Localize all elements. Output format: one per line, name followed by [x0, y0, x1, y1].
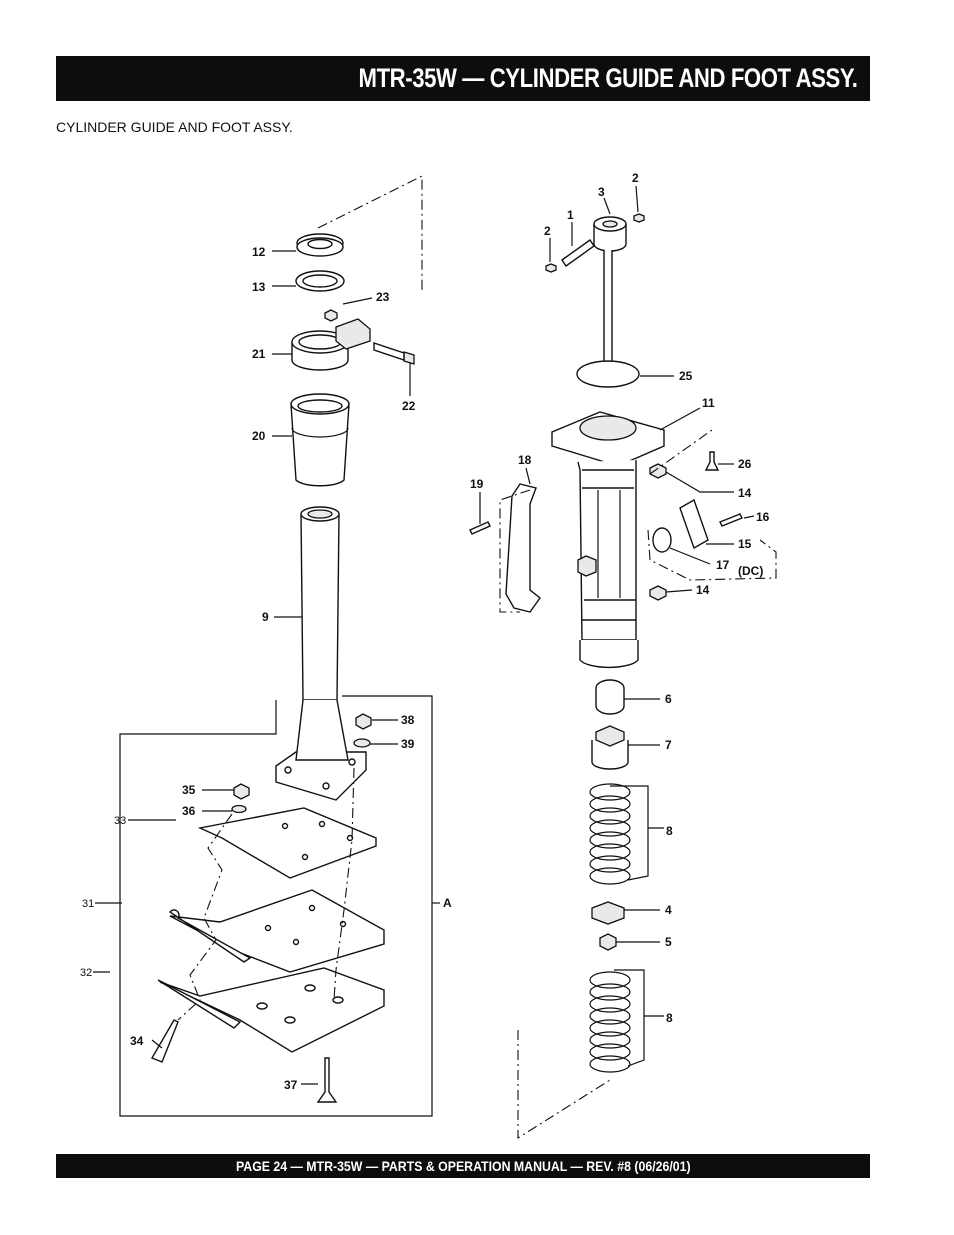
callout-2-lower: 2: [544, 224, 551, 238]
part-9-tube: [300, 506, 340, 701]
part-36-washer: [231, 804, 247, 814]
part-39-washer: [353, 738, 371, 748]
callout-31: 31: [82, 898, 94, 910]
part-2-screw-upper: [633, 213, 645, 223]
part-15-flange-plate: [679, 498, 709, 550]
part-32-plate: [157, 967, 385, 1053]
diagram-subtitle: CYLINDER GUIDE AND FOOT ASSY.: [56, 119, 293, 135]
part-11-cylinder-housing: [551, 411, 665, 669]
right-centerline: [517, 1030, 611, 1139]
part-25-ring: [576, 360, 640, 388]
part-33-plate: [197, 807, 377, 879]
part-14-fitting-upper: [649, 463, 667, 479]
page-title-bar: MTR-35W — CYLINDER GUIDE AND FOOT ASSY.: [56, 56, 870, 101]
callout-36: 36: [182, 804, 196, 818]
piston-rod: [603, 250, 613, 371]
part-8-spring-upper: [589, 783, 631, 885]
handle-bracket: [499, 489, 531, 613]
part-20-bushing: [290, 393, 350, 487]
part-8-spring-lower: [589, 971, 631, 1073]
part-31-plate: [168, 889, 385, 973]
part-17-o-ring: [652, 527, 672, 553]
part-37-bolt: [316, 1057, 338, 1103]
callout-21: 21: [252, 347, 266, 361]
part-34-bolt: [150, 1019, 179, 1063]
callout-5: 5: [665, 935, 672, 949]
callout-12: 12: [252, 245, 266, 259]
callout-dc: (DC): [738, 564, 763, 578]
callout-25: 25: [679, 369, 693, 383]
callout-4: 4: [665, 903, 672, 917]
part-22-bolt: [373, 342, 415, 365]
callout-23: 23: [376, 290, 390, 304]
callout-6: 6: [665, 692, 672, 706]
part-19-bolt: [469, 521, 491, 535]
part-12-ring: [296, 233, 344, 257]
dc-bracket: [647, 529, 777, 581]
part-6-spacer: [595, 679, 625, 715]
callout-38: 38: [401, 713, 415, 727]
callout-33: 33: [114, 815, 126, 827]
page-footer-bar: PAGE 24 — MTR-35W — PARTS & OPERATION MA…: [56, 1154, 870, 1178]
callout-19: 19: [470, 477, 484, 491]
part-2-screw-lower: [545, 263, 557, 273]
page-title: MTR-35W — CYLINDER GUIDE AND FOOT ASSY.: [359, 63, 858, 93]
callout-26: 26: [738, 457, 752, 471]
fastener-centerline-right: [333, 767, 355, 1001]
callout-9: 9: [262, 610, 269, 624]
tube-base-plate: [275, 699, 367, 801]
callout-16: 16: [756, 510, 770, 524]
part-5-nut: [599, 933, 617, 951]
leader-lines: [93, 185, 755, 1085]
part-23-nut: [324, 309, 338, 322]
part-14-fitting-lower: [649, 585, 667, 601]
callout-39: 39: [401, 737, 415, 751]
callout-14-upper: 14: [738, 486, 752, 500]
part-16-bolt: [719, 513, 743, 527]
callout-15: 15: [738, 537, 752, 551]
callout-14-lower: 14: [696, 583, 710, 597]
callout-13: 13: [252, 280, 266, 294]
part-13-snap-ring: [295, 270, 345, 292]
part-35-nut: [233, 783, 250, 800]
base-assembly-bracket: [119, 695, 433, 1117]
callout-2-upper: 2: [632, 171, 639, 185]
callout-20: 20: [252, 429, 266, 443]
callout-1: 1: [567, 208, 574, 222]
page-footer-text: PAGE 24 — MTR-35W — PARTS & OPERATION MA…: [235, 1158, 691, 1174]
callout-34: 34: [130, 1034, 144, 1048]
part-21-clamp: [291, 318, 371, 371]
callout-37: 37: [284, 1078, 298, 1092]
bolt-26-centerline: [649, 429, 713, 475]
part-4-nut: [591, 901, 625, 925]
callout-3: 3: [598, 185, 605, 199]
part-3-collar: [593, 216, 627, 252]
part-38-nut: [355, 713, 372, 730]
callout-8-upper: 8: [666, 824, 673, 838]
callout-17: 17: [716, 558, 730, 572]
part-7-cap: [591, 725, 629, 770]
fastener-centerline-left: [177, 813, 233, 1021]
callout-11: 11: [702, 396, 715, 410]
callout-35: 35: [182, 783, 196, 797]
part-1-pin: [561, 239, 595, 267]
part-18-handle: [505, 483, 541, 613]
callout-32: 32: [80, 967, 92, 979]
callout-8-lower: 8: [666, 1011, 673, 1025]
callout-7: 7: [665, 738, 672, 752]
callout-18: 18: [518, 453, 532, 467]
callout-A: A: [443, 896, 452, 910]
callout-22: 22: [402, 399, 416, 413]
part-26-bolt: [704, 451, 720, 471]
